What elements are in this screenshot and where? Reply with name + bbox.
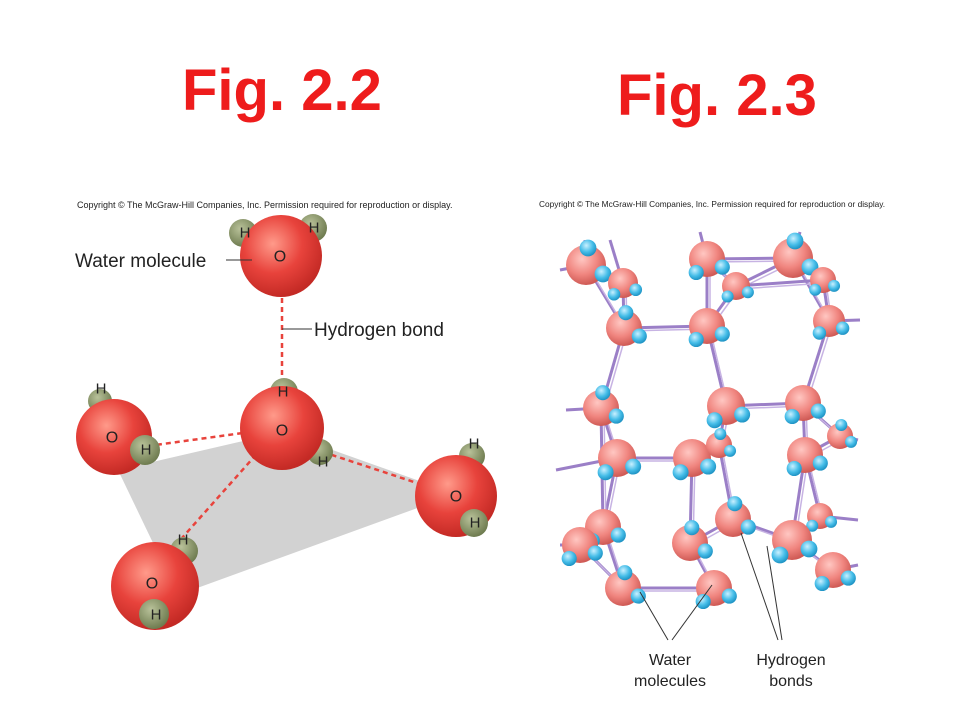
ice-hydrogen-atom	[812, 326, 827, 340]
ice-hydrogen-atom	[727, 496, 743, 512]
ice-hydrogen-atom	[597, 464, 614, 481]
svg-text:O: O	[146, 576, 158, 593]
ice-hydrogen-atom	[594, 265, 612, 283]
water-molecule-label: Water molecule	[75, 251, 206, 272]
ice-hydrogen-atom	[631, 328, 647, 344]
svg-text:O: O	[450, 489, 462, 506]
ice-hydrogen-atom	[714, 259, 730, 275]
tetrahedron-face	[118, 432, 456, 595]
water-molecule-center: H H O	[240, 378, 333, 471]
ice-hydrogen-atom	[617, 565, 633, 581]
ice-hydrogen-atom	[610, 527, 626, 543]
fig-2-2-diagram: H H O H H O H H O H H O	[75, 214, 497, 630]
svg-text:H: H	[240, 225, 251, 242]
ice-hydrogen-atom	[629, 283, 643, 297]
ice-hydrogen-atom	[740, 519, 756, 535]
svg-text:H: H	[141, 442, 152, 459]
label-pointers	[639, 532, 783, 641]
ice-hydrogen-atom	[672, 464, 689, 481]
water-molecule-top: H H O	[229, 214, 327, 297]
ice-hydrogen-atom	[825, 515, 838, 528]
ice-hydrogen-atom	[771, 546, 789, 564]
water-molecules-label-line2: molecules	[634, 673, 706, 690]
svg-text:O: O	[274, 249, 286, 266]
hydrogen-bonds	[147, 298, 421, 539]
svg-text:H: H	[96, 381, 107, 398]
ice-hydrogen-atom	[786, 460, 802, 477]
svg-text:H: H	[309, 220, 320, 237]
ice-hydrogen-atom	[688, 331, 704, 348]
fig-2-3-title: Fig. 2.3	[617, 63, 817, 128]
ice-hydrogen-atom	[828, 279, 841, 292]
ice-hydrogen-atom	[724, 444, 737, 457]
water-molecule-bottom: H H O	[111, 532, 199, 630]
ice-hydrogen-atom	[741, 286, 754, 299]
svg-text:H: H	[318, 454, 329, 471]
ice-hydrogen-atom	[706, 412, 723, 429]
ice-hydrogen-atom	[809, 283, 822, 296]
ice-hydrogen-atom	[784, 408, 800, 425]
water-molecule-left: H H O	[76, 381, 160, 475]
ice-hydrogen-atom	[697, 543, 713, 559]
oxygen-atom	[111, 542, 199, 630]
ice-hydrogen-atom	[630, 588, 646, 604]
copyright-notice-right: Copyright © The McGraw-Hill Companies, I…	[539, 199, 886, 209]
svg-text:H: H	[469, 436, 480, 453]
hydrogen-bonds-label-line2: bonds	[769, 673, 813, 690]
ice-hydrogen-atom	[800, 540, 818, 558]
ice-hydrogen-atom	[607, 287, 621, 301]
hydrogen-bond-label: Hydrogen bond	[314, 320, 444, 341]
svg-text:O: O	[276, 423, 288, 440]
ice-hydrogen-atom	[840, 570, 856, 586]
ice-hydrogen-atom	[806, 519, 819, 532]
svg-text:H: H	[151, 607, 162, 624]
ice-hydrogen-atom	[734, 406, 751, 423]
ice-hydrogen-atom	[595, 385, 611, 401]
ice-hydrogen-atom	[721, 588, 737, 604]
ice-hydrogen-atom	[835, 321, 850, 335]
oxygen-atom	[240, 386, 324, 470]
hydrogen-bonds-label-line1: Hydrogen	[756, 652, 825, 669]
svg-text:O: O	[106, 430, 118, 447]
svg-text:H: H	[470, 515, 481, 532]
ice-hydrogen-atom	[700, 458, 717, 475]
ice-hydrogen-atom	[688, 264, 704, 281]
svg-text:H: H	[178, 532, 189, 549]
hydrogen-bond-left	[147, 430, 251, 448]
hydrogen-atom	[460, 509, 488, 537]
ice-hydrogen-atom	[579, 239, 597, 257]
lattice-bond	[735, 278, 824, 288]
hydrogen-atom	[130, 435, 160, 465]
ice-hydrogen-atom	[714, 427, 727, 440]
fig-2-2-title: Fig. 2.2	[182, 58, 382, 123]
hydrogen-bond-right	[322, 450, 421, 486]
ice-hydrogen-atom	[714, 326, 730, 342]
lattice-atoms	[561, 232, 858, 610]
ice-hydrogen-atom	[810, 403, 826, 419]
copyright-notice-left: Copyright © The McGraw-Hill Companies, I…	[77, 200, 453, 210]
ice-hydrogen-atom	[625, 458, 642, 475]
water-molecules-label-line1: Water	[649, 652, 692, 669]
ice-hydrogen-atom	[561, 550, 577, 567]
fig-2-3-ice-lattice: Water molecules Hydrogen bonds	[555, 231, 861, 690]
ice-hydrogen-atom	[695, 593, 711, 610]
hydrogen-atom	[139, 599, 169, 629]
ice-hydrogen-atom	[587, 545, 603, 561]
ice-hydrogen-atom	[684, 520, 700, 536]
oxygen-atom	[240, 215, 322, 297]
water-molecule-right: H H O	[415, 436, 497, 537]
hydrogen-bond-bottom	[181, 447, 263, 539]
ice-hydrogen-atom	[812, 455, 828, 471]
ice-hydrogen-atom	[814, 575, 830, 592]
ice-hydrogen-atom	[845, 435, 858, 448]
ice-hydrogen-atom	[835, 418, 848, 431]
ice-hydrogen-atom	[608, 408, 624, 424]
svg-text:H: H	[278, 384, 289, 401]
ice-hydrogen-atom	[618, 305, 634, 321]
ice-hydrogen-atom	[721, 290, 734, 303]
ice-hydrogen-atom	[786, 232, 804, 250]
